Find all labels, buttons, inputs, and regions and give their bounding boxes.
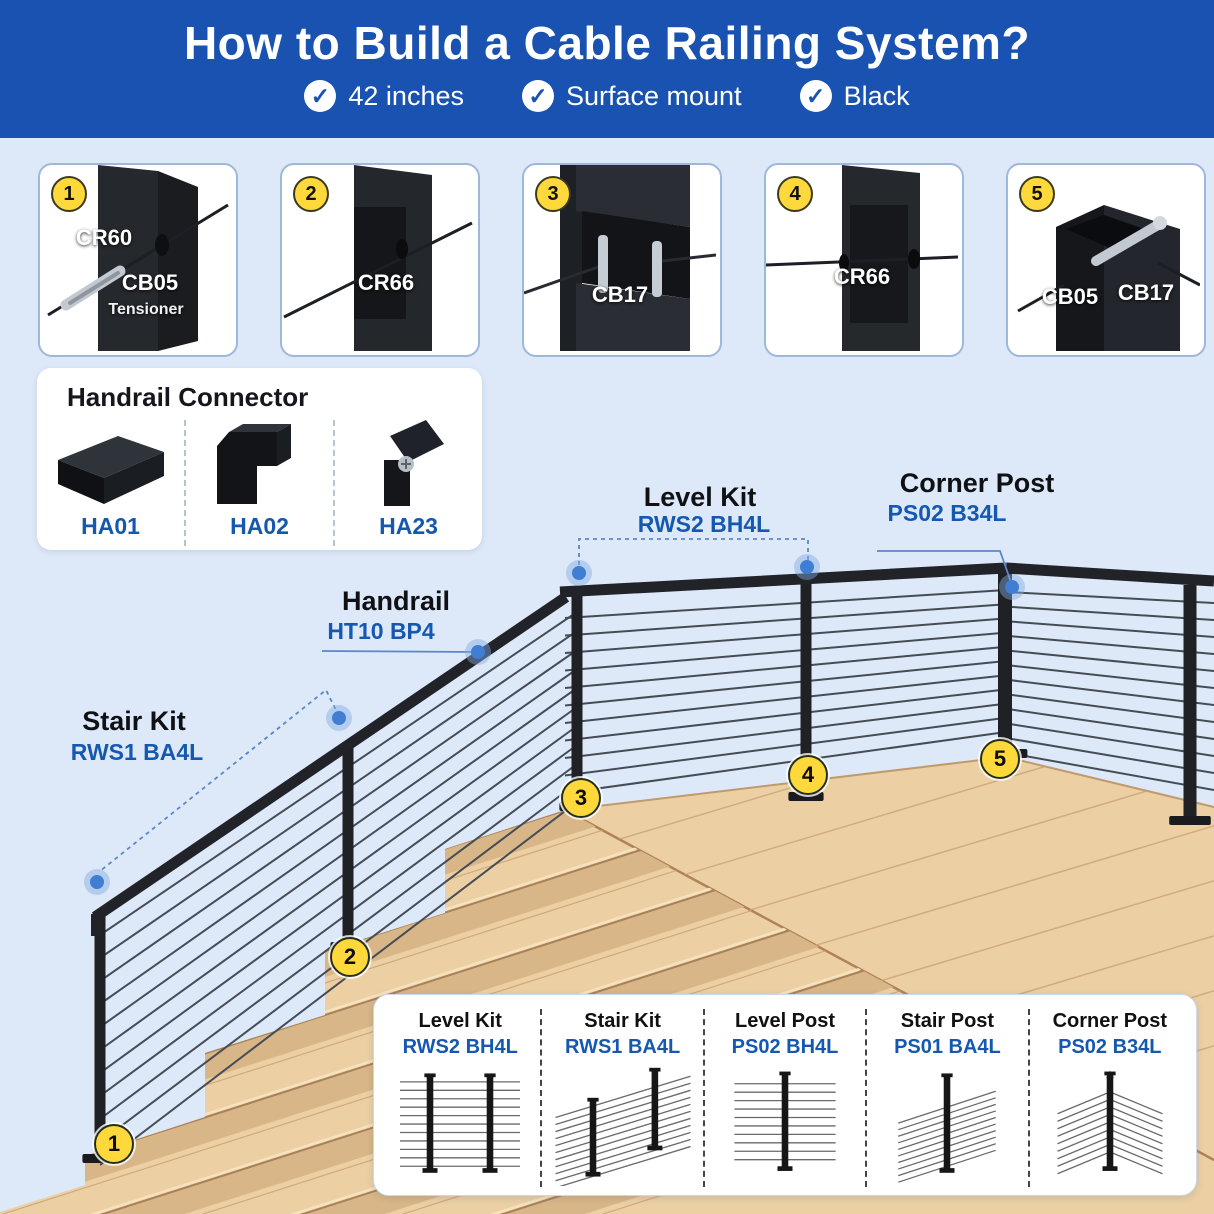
feature-color: ✓ Black bbox=[799, 80, 910, 112]
step-tile-2: 2 CR66 bbox=[280, 163, 480, 357]
legend-title: Level Post bbox=[734, 1010, 836, 1032]
post-marker-1: 1 bbox=[94, 1124, 134, 1164]
step-tile-5: 5 CB05 CB17 bbox=[1006, 163, 1206, 357]
adjustable-connector-icon bbox=[383, 420, 444, 506]
step-number-badge: 1 bbox=[51, 176, 87, 212]
corner-post-label: Corner Post bbox=[899, 468, 1055, 498]
part-sublabel: Tensioner bbox=[108, 301, 184, 318]
checkmark-icon: ✓ bbox=[799, 80, 832, 112]
part-code-label: CB17 bbox=[591, 282, 649, 307]
legend-corner-post: Corner Post PS02 B34L bbox=[1027, 1009, 1190, 1187]
header-banner: How to Build a Cable Railing System? ✓ 4… bbox=[0, 0, 1214, 138]
step-number-badge: 4 bbox=[777, 176, 813, 212]
corner-post-code: PS02 B34L bbox=[887, 500, 1007, 526]
step-number-badge: 3 bbox=[535, 176, 571, 212]
feature-label: Black bbox=[843, 80, 910, 111]
post-marker-5: 5 bbox=[980, 739, 1020, 779]
feature-list: ✓ 42 inches ✓ Surface mount ✓ Black bbox=[0, 80, 1214, 112]
part-code-label: CR66 bbox=[357, 270, 415, 295]
step-tile-1: 1 CR60 CB05 Tensioner bbox=[38, 163, 238, 357]
legend-code: RWS2 BH4L bbox=[402, 1036, 518, 1058]
legend-title: Stair Kit bbox=[584, 1010, 661, 1032]
feature-label: 42 inches bbox=[348, 80, 464, 111]
post-marker-4: 4 bbox=[788, 755, 828, 795]
legend-level-kit: Level Kit RWS2 BH4L bbox=[380, 1009, 540, 1187]
step-number-badge: 5 bbox=[1019, 176, 1055, 212]
flat-connector-icon bbox=[57, 436, 164, 504]
corner-post-icon bbox=[1035, 1064, 1185, 1186]
checkmark-icon: ✓ bbox=[304, 80, 337, 112]
stair-kit-label: Stair Kit bbox=[82, 706, 186, 736]
stair-kit-code: RWS1 BA4L bbox=[70, 739, 204, 765]
part-code-label: CR66 bbox=[833, 264, 891, 289]
legend-code: PS02 BH4L bbox=[731, 1036, 839, 1058]
feature-label: Surface mount bbox=[565, 80, 742, 111]
step-number-badge: 2 bbox=[293, 176, 329, 212]
handrail-label: Handrail bbox=[341, 586, 451, 616]
page-title: How to Build a Cable Railing System? bbox=[183, 17, 1031, 69]
connector-item-ha02: HA02 bbox=[184, 420, 333, 546]
parts-legend-panel: Level Kit RWS2 BH4L Stair Kit RWS1 BA4L … bbox=[373, 994, 1197, 1196]
level-kit-code: RWS2 BH4L bbox=[637, 511, 771, 537]
cable-fitting-photo-icon bbox=[766, 165, 958, 351]
legend-code: RWS1 BA4L bbox=[565, 1036, 681, 1058]
post-marker-2: 2 bbox=[330, 937, 370, 977]
part-code-label: CR60 bbox=[75, 225, 133, 250]
post-marker-3: 3 bbox=[561, 778, 601, 818]
handrail-code: HT10 BP4 bbox=[327, 618, 435, 644]
tensioner-photo-icon bbox=[47, 165, 229, 351]
feature-height: ✓ 42 inches bbox=[304, 80, 464, 112]
legend-level-post: Level Post PS02 BH4L bbox=[702, 1009, 865, 1187]
corner-post-top-photo-icon bbox=[1017, 205, 1200, 351]
l-connector-icon bbox=[216, 424, 291, 504]
stair-kit-icon bbox=[548, 1064, 698, 1189]
part-code-label: CB05 bbox=[1041, 284, 1099, 309]
legend-title: Level Kit bbox=[418, 1010, 502, 1032]
step-tile-3: 3 CB17 bbox=[522, 163, 722, 357]
feature-mount: ✓ Surface mount bbox=[521, 80, 742, 112]
cable-fitting-photo-icon bbox=[283, 165, 473, 351]
component-step-tiles: 1 CR60 CB05 Tensioner 2 CR66 3 CB17 bbox=[38, 163, 1206, 357]
legend-title: Corner Post bbox=[1052, 1010, 1168, 1032]
stair-post-icon bbox=[872, 1064, 1022, 1186]
part-code-label: CB17 bbox=[1117, 280, 1175, 305]
connector-code: HA23 bbox=[379, 513, 438, 539]
step-tile-4: 4 CR66 bbox=[764, 163, 964, 357]
legend-stair-post: Stair Post PS01 BA4L bbox=[865, 1009, 1027, 1187]
connector-code: HA02 bbox=[230, 513, 289, 539]
legend-code: PS01 BA4L bbox=[894, 1036, 1001, 1058]
handrail-connector-title: Handrail Connector bbox=[67, 382, 309, 412]
legend-code: PS02 B34L bbox=[1058, 1036, 1162, 1058]
legend-title: Stair Post bbox=[900, 1010, 995, 1032]
cable-fitting-photo-icon bbox=[524, 165, 716, 351]
connector-code: HA01 bbox=[81, 513, 140, 539]
connector-item-ha01: HA01 bbox=[37, 420, 184, 546]
connector-item-ha23: HA23 bbox=[333, 420, 482, 546]
checkmark-icon: ✓ bbox=[521, 80, 554, 112]
handrail-connector-panel: Handrail Connector HA01 HA02 bbox=[37, 368, 482, 550]
level-kit-label: Level Kit bbox=[643, 482, 757, 512]
legend-stair-kit: Stair Kit RWS1 BA4L bbox=[540, 1009, 702, 1189]
level-kit-icon bbox=[385, 1064, 535, 1186]
part-code-label: CB05 bbox=[121, 270, 179, 295]
level-post-icon bbox=[710, 1064, 860, 1186]
